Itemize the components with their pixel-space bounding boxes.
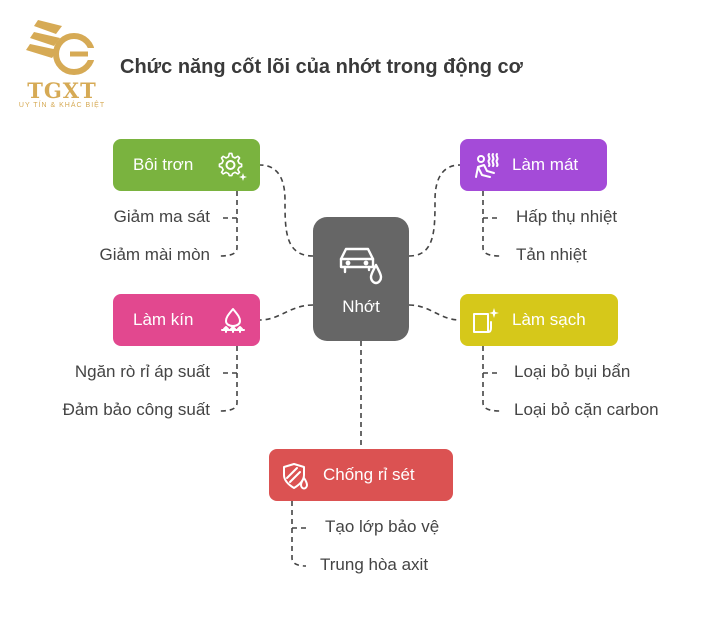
node-sealing: Làm kín [113, 294, 260, 346]
brand-logo: TGXT UY TÍN & KHÁC BIỆT [10, 12, 114, 112]
node-lubrication: Bôi trơn [113, 139, 260, 191]
shield-drop-icon [283, 463, 308, 490]
node-anticorrosion: Chống rỉ sét [269, 449, 453, 501]
node-cooling-label: Làm mát [512, 155, 579, 174]
node-cleaning-label: Làm sạch [512, 310, 586, 329]
connector-lubrication [259, 164, 314, 257]
node-cooling: Làm mát [460, 139, 607, 191]
cleaning-item-1: Loại bỏ bụi bẩn [514, 362, 631, 381]
node-lubrication-label: Bôi trơn [133, 155, 194, 174]
gear-sparkle-icon [218, 152, 247, 181]
connector-cooling [408, 164, 461, 257]
anticorrosion-item-2: Trung hòa axit [320, 555, 429, 574]
anticorrosion-item-1: Tạo lớp bảo vệ [325, 517, 440, 536]
cleaning-item-2: Loại bỏ cặn carbon [514, 400, 659, 419]
cooling-item-2: Tản nhiệt [516, 245, 587, 264]
node-cleaning: Làm sạch [460, 294, 618, 346]
logo-name: TGXT [27, 78, 97, 103]
logo-emblem-icon [26, 20, 96, 75]
connector-sealing [259, 304, 314, 321]
sealing-item-2: Đảm bảo công suất [62, 400, 210, 419]
center-label: Nhớt [342, 297, 380, 316]
node-sealing-label: Làm kín [133, 310, 194, 329]
center-node: Nhớt [313, 217, 409, 341]
page-title: Chức năng cốt lõi của nhớt trong động cơ [120, 56, 523, 78]
sealing-item-1: Ngăn rò rỉ áp suất [74, 362, 210, 381]
seal-pressure-icon [221, 308, 245, 333]
sparkle-cloth-icon [473, 308, 499, 333]
lubrication-item-1: Giảm ma sát [113, 207, 210, 226]
lubrication-item-2: Giảm mài mòn [99, 245, 210, 264]
logo-tagline: UY TÍN & KHÁC BIỆT [18, 102, 106, 109]
connector-cleaning [408, 304, 461, 321]
heat-wave-person-icon [475, 153, 499, 178]
node-anticorrosion-label: Chống rỉ sét [323, 465, 415, 484]
car-oil-drop-icon [339, 247, 383, 285]
cooling-item-1: Hấp thụ nhiệt [516, 207, 618, 226]
